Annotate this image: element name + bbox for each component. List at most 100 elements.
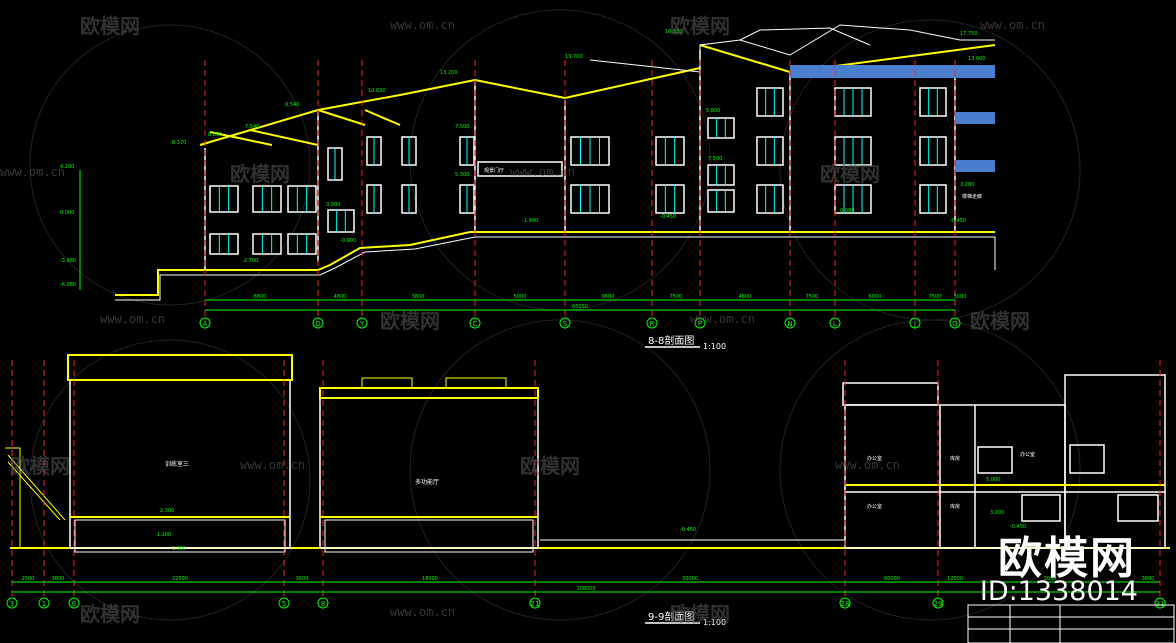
elevation-label: -0.450 <box>660 214 676 220</box>
dimension-label: 7500 <box>670 294 683 300</box>
window <box>209 233 239 255</box>
watermark-url: www.om.cn <box>690 312 756 326</box>
dimension-label: 65050 <box>572 304 588 310</box>
elevation-label: 9.540 <box>285 102 299 108</box>
window <box>570 136 610 166</box>
axis-bubble-label: A <box>203 320 208 328</box>
dimension-label: 4800 <box>334 294 347 300</box>
window <box>459 184 475 214</box>
watermark-circles <box>29 9 1081 621</box>
axis-bubble-label: G <box>952 320 957 328</box>
dimension-label: 3000 <box>1044 576 1057 582</box>
window <box>707 117 735 139</box>
elevation-label: -0.900 <box>340 238 356 244</box>
dimension-label: 18000 <box>422 576 438 582</box>
elevation-label: 8.370 <box>172 140 186 146</box>
elevation-label: -0.450 <box>1010 524 1026 530</box>
room-label-office-1: 办公室 <box>867 455 882 462</box>
roof-lines <box>199 44 996 146</box>
axis-bubble: 31 <box>1154 597 1166 609</box>
elevation-label: -1.900 <box>170 546 186 552</box>
window <box>756 87 784 117</box>
window <box>834 87 872 117</box>
section-9-9: 训练室三 多功能厅 办公室 库房 <box>5 354 1175 643</box>
watermark-url: www.om.cn <box>835 458 901 472</box>
elevation-label: 13.200 <box>440 70 458 76</box>
dimension-label: 4800 <box>739 294 752 300</box>
section-8-title: 8-8剖面图 <box>648 334 694 347</box>
dimension-label: 5000 <box>514 294 527 300</box>
axis-bubble: N <box>784 317 796 329</box>
elevation-label: -1.200 <box>155 532 171 538</box>
watermark-brand: 欧模网 <box>80 14 140 38</box>
window <box>287 185 317 213</box>
axis-bubble-label: 5 <box>282 600 286 608</box>
window <box>655 184 685 214</box>
dimension-label: 12000 <box>947 576 963 582</box>
room-label-lobby: 观景门厅 <box>484 167 504 174</box>
axis-bubble: J <box>909 317 921 329</box>
axis-bubble: D <box>312 317 324 329</box>
room-label-corridor: 楼梯走廊 <box>962 193 982 200</box>
window <box>655 136 685 166</box>
window <box>366 184 382 214</box>
elevation-label: 7.500 <box>708 156 722 162</box>
window <box>327 209 355 233</box>
axis-bubble-label: J <box>913 320 916 328</box>
watermark-url: www.om.cn <box>390 605 456 619</box>
terrain-line <box>115 231 995 296</box>
axis-bubble-label: R <box>650 320 655 328</box>
hall-1: 训练室三 <box>67 354 293 553</box>
axis-lines-8 <box>204 60 956 318</box>
dimension-label: 2500 <box>22 576 35 582</box>
elevation-label: 13.700 <box>565 54 583 60</box>
elevation-label: 5.800 <box>706 108 720 114</box>
elevation-labels-8: 4.2000.080-3.980-6.0808.3708.8507.5409.5… <box>60 29 986 288</box>
elevation-label: 3.200 <box>990 510 1004 516</box>
windows-8-8 <box>209 87 947 255</box>
elevation-label: 8.850 <box>208 132 222 138</box>
watermark-url: www.om.cn <box>240 458 306 472</box>
elevation-label: 7.540 <box>245 124 259 130</box>
window <box>570 184 610 214</box>
watermark-brand: 欧模网 <box>670 602 730 626</box>
window <box>756 184 784 214</box>
watermark-id: ID:1338014 <box>979 576 1138 607</box>
axis-bubble: 8 <box>317 597 329 609</box>
elevation-label: 13.600 <box>968 56 986 62</box>
axis-bubble-label: 8 <box>321 600 325 608</box>
watermark-logo-text: 欧模网 <box>998 533 1136 584</box>
axis-bubble: 3 <box>6 597 18 609</box>
elevation-label: -1.990 <box>522 218 538 224</box>
axis-bubble-label: 1 <box>42 600 46 608</box>
room-label-multi: 多功能厅 <box>415 478 439 486</box>
axis-bubble: A <box>199 317 211 329</box>
room-label-training3: 训练室三 <box>165 460 189 468</box>
axis-bubble: R <box>646 317 658 329</box>
watermark-brand: 欧模网 <box>80 602 140 626</box>
axis-bubble-label: D <box>315 320 320 328</box>
elevation-label: 3.300 <box>326 202 340 208</box>
dimension-label: 22500 <box>172 576 188 582</box>
elevation-label: -6.080 <box>60 282 76 288</box>
window <box>756 136 784 166</box>
dimension-label: 3000 <box>954 294 967 300</box>
watermark-url: www.om.cn <box>390 18 456 32</box>
elevation-label: 16.680 <box>665 29 683 35</box>
axis-bubble: 5 <box>278 597 290 609</box>
axis-bubble: 21 <box>529 597 541 609</box>
watermark-url: www.om.cn <box>100 312 166 326</box>
dimension-label: 3800 <box>412 294 425 300</box>
watermark-url: www.om.cn <box>980 18 1046 32</box>
watermark-brand: 欧模网 <box>970 309 1030 333</box>
axis-bubble: P <box>694 317 706 329</box>
axis-bubble-label: 31 <box>1156 600 1165 608</box>
dimension-label: 7500 <box>929 294 942 300</box>
elevation-label: -3.980 <box>60 258 76 264</box>
axis-bubble: S <box>559 317 571 329</box>
